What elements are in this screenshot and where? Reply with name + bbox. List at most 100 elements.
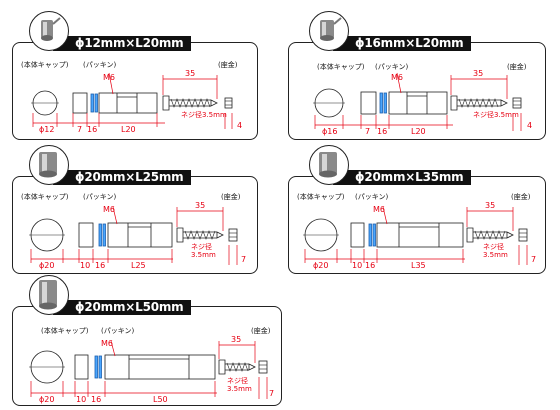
dim-body-length: L35: [411, 261, 426, 270]
dim-cap-length: 7: [365, 127, 371, 136]
drawing: [29, 206, 238, 265]
drawing: [31, 72, 233, 129]
dim-body-length: L20: [121, 125, 136, 134]
spec-panel-2: ϕ16mm×L20mm: [288, 11, 546, 140]
dim-washer: 7: [269, 389, 275, 398]
spec-panel-1: ϕ12mm×L20mm: [12, 11, 258, 140]
product-photo: [29, 11, 69, 51]
dim-cap-diameter: ϕ20: [39, 261, 55, 270]
screw-diameter-line2: 3.5mm: [191, 251, 216, 259]
dim-body-length: L20: [411, 127, 426, 136]
drawing: [313, 72, 522, 131]
thread-label: M6: [103, 205, 115, 214]
dim-cap-length: 10: [80, 261, 91, 270]
screw-length: 35: [231, 335, 242, 344]
washer-label: (座金): [221, 193, 241, 201]
product-photo: [309, 11, 349, 51]
packing-label: (パッキン): [101, 327, 135, 335]
body-cap-label: (本体キャップ): [21, 61, 69, 69]
dim-body-length: L50: [153, 395, 168, 404]
cap-side: [72, 92, 88, 114]
body-cap-label: (本体キャップ): [21, 193, 69, 201]
screw-diameter: ネジ径3.5mm: [473, 111, 519, 119]
panel-title: ϕ16mm×L20mm: [333, 36, 472, 51]
dim-packing: 16: [377, 127, 388, 136]
thread-label: M6: [373, 205, 385, 214]
screw-length: 35: [473, 69, 484, 78]
dim-cap-length: 7: [77, 125, 83, 134]
dim-washer: 7: [531, 255, 537, 264]
screw: [162, 95, 218, 111]
washer-label: (座金): [511, 193, 531, 201]
spec-panel-3: ϕ20mm×L25mm: [12, 145, 258, 274]
panel-title: ϕ12mm×L20mm: [53, 36, 192, 51]
screw-length: 35: [185, 69, 196, 78]
packing: [98, 223, 102, 247]
body-cap-label: (本体キャップ): [317, 63, 365, 71]
dim-cap-diameter: ϕ20: [313, 261, 329, 270]
dim-body-length: L25: [131, 261, 146, 270]
screw: [218, 359, 256, 375]
cap-side: [78, 222, 94, 248]
spec-panel-4: ϕ20mm×L35mm: [288, 145, 546, 274]
dim-washer: 4: [237, 121, 243, 130]
screw-diameter-line2: 3.5mm: [483, 251, 508, 259]
thread-label: M6: [101, 339, 113, 348]
packing-label: (パッキン): [83, 61, 117, 69]
washer: [224, 97, 233, 109]
dim-packing: 16: [87, 125, 98, 134]
dim-packing: 16: [365, 261, 376, 270]
cap-side: [74, 354, 89, 380]
packing-label: (パッキン): [83, 193, 117, 201]
screw: [176, 227, 224, 243]
screw-length: 35: [195, 201, 206, 210]
washer-label: (座金): [218, 61, 238, 69]
packing-label: (パッキン): [355, 193, 389, 201]
screw-diameter: ネジ径3.5mm: [181, 111, 227, 119]
cap-side: [360, 91, 377, 115]
product-photo: [309, 145, 349, 185]
dim-packing: 16: [91, 395, 102, 404]
packing: [379, 92, 383, 114]
dim-cap-length: 10: [76, 395, 87, 404]
screw-diameter-line1: ネジ径: [191, 243, 212, 251]
packing: [94, 355, 98, 379]
body-cylinder: [388, 91, 448, 115]
screw-diameter-line1: ネジ径: [227, 377, 248, 385]
panel-title: ϕ20mm×L50mm: [53, 300, 192, 315]
panel-title: ϕ20mm×L35mm: [333, 170, 472, 185]
dim-washer: 4: [527, 121, 533, 130]
panel-title: ϕ20mm×L25mm: [53, 170, 192, 185]
body-cylinder: [98, 92, 158, 114]
dim-cap-diameter: ϕ12: [39, 125, 55, 134]
drawing: [29, 340, 268, 399]
screw-diameter-line2: 3.5mm: [227, 385, 252, 393]
packing: [90, 93, 94, 113]
drawing: [303, 206, 528, 265]
screw-length: 35: [485, 201, 496, 210]
dim-cap-diameter: ϕ20: [39, 395, 55, 404]
washer: [228, 228, 238, 242]
dim-cap-length: 10: [352, 261, 363, 270]
washer: [518, 228, 528, 242]
washer-label: (座金): [507, 63, 527, 71]
screw: [466, 227, 514, 243]
cap-side: [350, 222, 365, 248]
washer: [512, 97, 522, 109]
product-photo: [29, 145, 69, 185]
body-cap-label: (本体キャップ): [297, 193, 345, 201]
body-cap-label: (本体キャップ): [41, 327, 89, 335]
product-photo: [29, 275, 69, 315]
washer: [258, 360, 268, 374]
screw-diameter-line1: ネジ径: [483, 243, 504, 251]
packing-label: (パッキン): [375, 63, 409, 71]
dim-washer: 7: [241, 255, 247, 264]
washer-label: (座金): [251, 327, 271, 335]
screw: [450, 95, 508, 111]
dim-packing: 16: [95, 261, 106, 270]
thread-label: M6: [391, 73, 403, 82]
thread-label: M6: [103, 73, 115, 82]
dim-cap-diameter: ϕ16: [322, 127, 338, 136]
packing: [368, 223, 372, 247]
spec-panel-5: ϕ20mm×L50mm: [12, 275, 282, 406]
